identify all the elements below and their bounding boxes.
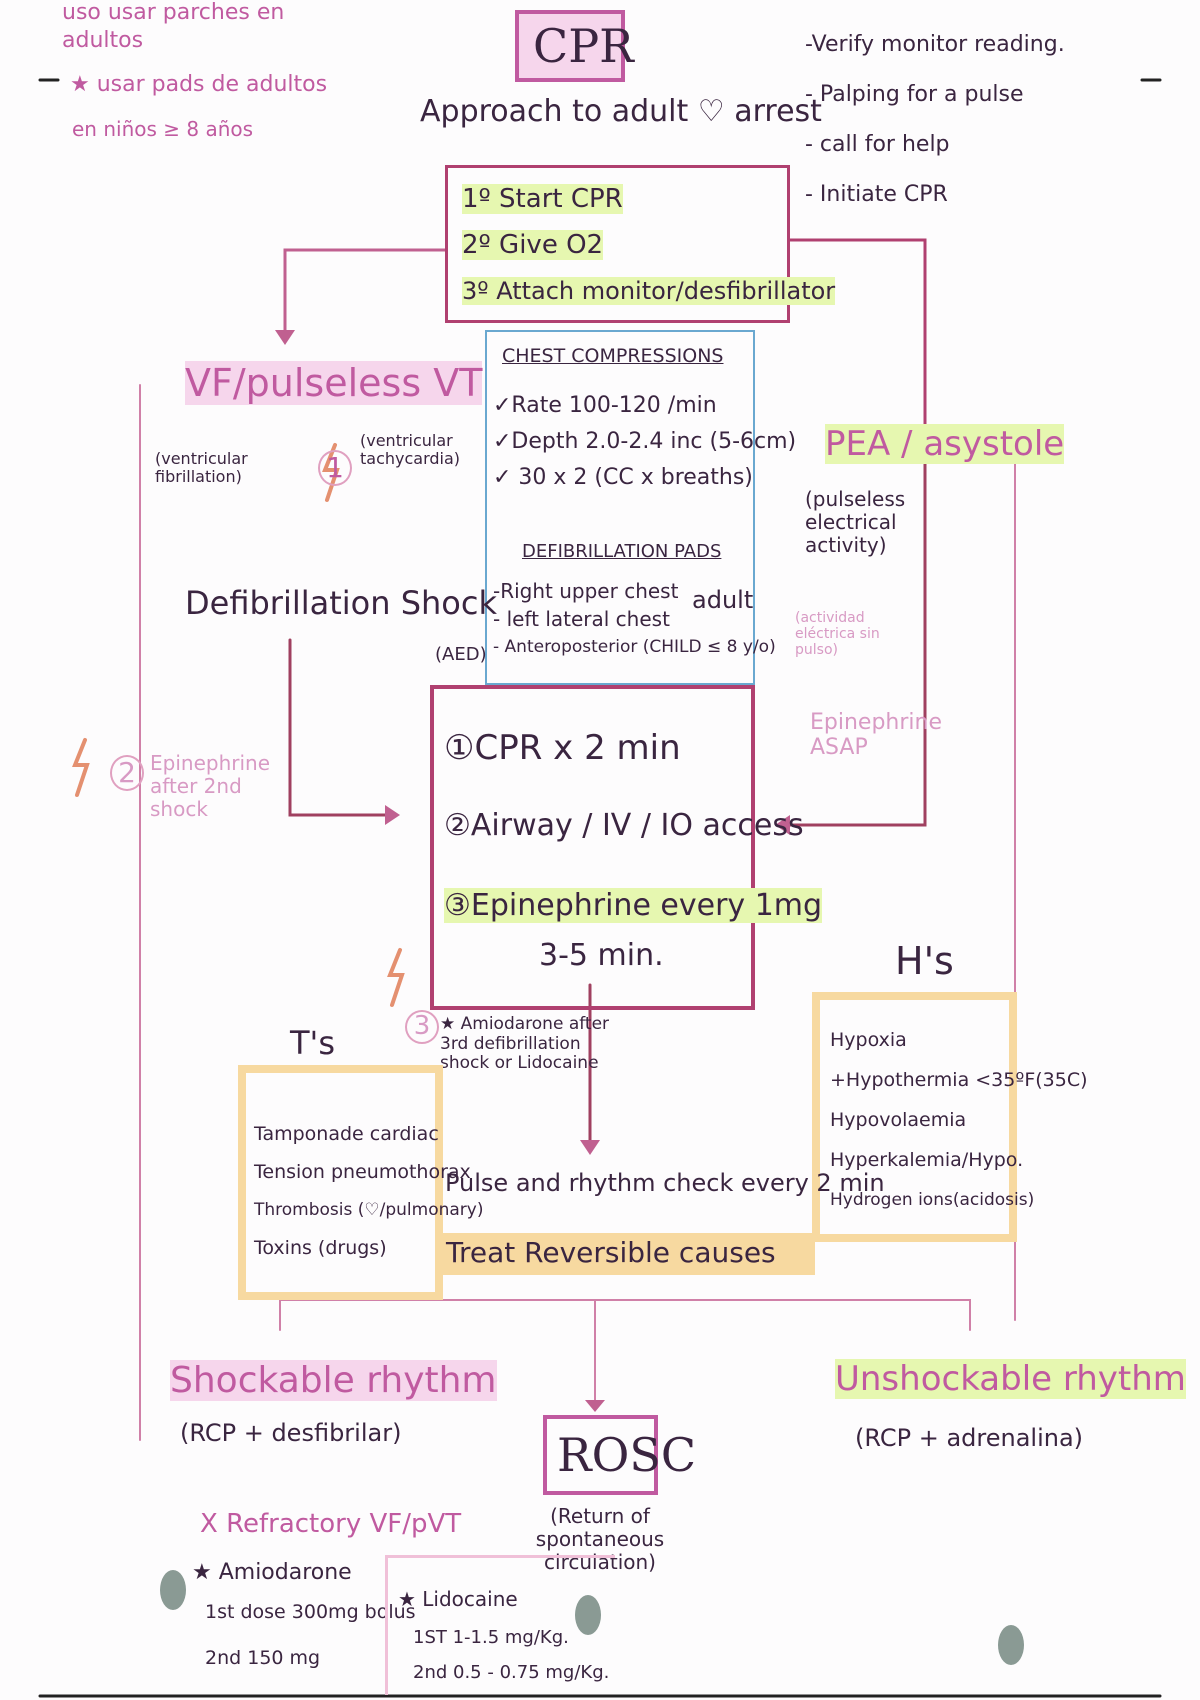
step-2-badge: 2 [110,755,144,792]
t-item: Tamponade cardiac [254,1123,439,1145]
lidocaine-dose: 2nd 0.5 - 0.75 mg/Kg. [413,1662,610,1683]
top-left-note-line: en niños ≥ 8 años [72,117,254,141]
chest-compressions-heading: CHEST COMPRESSIONS [502,345,724,367]
cpr-cycle-box: ①CPR x 2 min ②Airway / IV / IO access ③E… [430,685,823,1010]
amiodarone-title: ★ Amiodarone [192,1560,352,1585]
pin-dot [998,1625,1024,1665]
top-left-note-line: adultos [62,28,144,53]
shockable-title: Shockable rhythm [170,1360,497,1401]
step-1-badge: 1 [318,450,352,487]
adult-label: adult [692,586,754,614]
ts-box: Tamponade cardiac Tension pneumothorax T… [238,1065,484,1300]
pin-dot [160,1570,186,1610]
page-title: CPR [533,19,634,73]
hs-title: H's [895,939,954,983]
refractory-label: X Refractory VF/pVT [200,1509,462,1539]
vf-note: (ventricular fibrillation) [155,449,248,487]
defibrillation-shock: Defibrillation Shock [185,584,497,622]
h-item: Hydrogen ions(acidosis) [830,1190,1035,1210]
unshockable-title: Unshockable rhythm [835,1359,1186,1399]
h-item: Hypovolaemia [830,1109,967,1131]
t-item: Toxins (drugs) [254,1237,387,1259]
treat-highlight: Treat Reversible causes [440,1233,815,1275]
shockable-note: (RCP + desfibrilar) [180,1419,402,1447]
h-item: +Hypothermia <35ºF(35C) [830,1069,1088,1091]
cycle-epinephrine: ③Epinephrine every 1mg [444,888,823,923]
top-left-note-line: uso usar parches en [62,0,285,25]
chest-compressions-box: CHEST COMPRESSIONS ✓Rate 100-120 /min ✓D… [485,330,796,685]
title-box: CPR [515,10,634,82]
vf-title: VF/pulseless VT [185,361,483,405]
step-attach-monitor: 3º Attach monitor/desfibrillator [462,277,836,305]
check-item: - Palping for a pulse [805,82,1024,107]
treat-reversible-causes: Treat Reversible causes [446,1236,776,1269]
epinephrine-note: Epinephrine after 2nd shock [150,751,270,821]
cycle-airway: ②Airway / IV / IO access [444,808,804,843]
ts-title: T's [290,1024,336,1062]
rosc-title: ROSC [557,1428,697,1482]
compression-item: ✓Depth 2.0-2.4 inc (5-6cm) [493,429,797,454]
defib-pads-heading: DEFIBRILLATION PADS [522,541,722,562]
amiodarone-note: ★ Amiodarone after 3rd defibrillation sh… [440,1014,610,1074]
check-item: -Verify monitor reading. [805,32,1065,57]
pad-item: -Right upper chest [493,579,679,603]
pea-title: PEA / asystole [825,424,1065,464]
aed-label: (AED) [435,644,487,665]
h-item: Hyperkalemia/Hypo. [830,1149,1024,1171]
compression-item: ✓Rate 100-120 /min [493,393,717,418]
pea-drug: Epinephrine ASAP [810,710,942,761]
amiodarone-dose: 1st dose 300mg bolus [205,1601,416,1623]
cycle-cpr: ①CPR x 2 min [444,728,681,768]
lidocaine-dose: 1ST 1-1.5 mg/Kg. [413,1627,569,1648]
initial-checks: -Verify monitor reading. - Palping for a… [805,20,1065,220]
pin-dot [575,1595,601,1635]
amiodarone-dose: 2nd 150 mg [205,1647,321,1669]
step-give-o2: 2º Give O2 [462,230,604,260]
pad-item: - Anteroposterior (CHILD ≤ 8 y/o) [493,637,776,657]
pea-note-es: (actividad eléctrica sin pulso) [795,610,880,659]
amiodarone-box: ★ Amiodarone 1st dose 300mg bolus 2nd 15… [190,1560,416,1690]
t-item: Thrombosis (♡/pulmonary) [254,1200,484,1220]
step-start-cpr: 1º Start CPR [462,184,623,214]
unshockable-note: (RCP + adrenalina) [855,1424,1084,1452]
pulse-check: Pulse and rhythm check every 2 min [445,1169,885,1197]
cycle-interval: 3-5 min. [539,938,664,973]
hs-box: Hypoxia +Hypothermia <35ºF(35C) Hypovola… [812,992,1088,1242]
t-item: Tension pneumothorax [254,1161,471,1183]
check-item: - Initiate CPR [805,182,948,207]
first-steps-box: 1º Start CPR 2º Give O2 3º Attach monito… [445,165,836,323]
h-item: Hypoxia [830,1029,907,1051]
subtitle: Approach to adult ♡ arrest [420,94,822,129]
lidocaine-title: ★ Lidocaine [398,1587,518,1611]
check-item: - call for help [805,132,950,157]
step-3-badge: 3 [405,1010,439,1044]
top-left-note-line: ★ usar pads de adultos [70,72,328,97]
pea-note: (pulseless electrical activity) [805,487,906,557]
pad-item: - left lateral chest [493,607,670,631]
vt-note: (ventricular tachycardia) [360,431,461,469]
rosc-box: ROSC [543,1415,696,1495]
lidocaine-box: ★ Lidocaine 1ST 1-1.5 mg/Kg. 2nd 0.5 - 0… [385,1555,615,1695]
compression-item: ✓ 30 x 2 (CC x breaths) [493,465,753,490]
